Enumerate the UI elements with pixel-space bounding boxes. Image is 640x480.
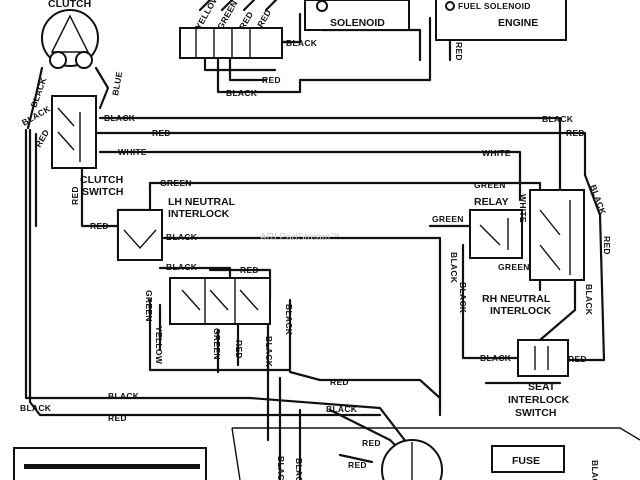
wire-label-red: RED xyxy=(108,413,127,423)
wire-label-black: BLACK xyxy=(108,391,140,401)
wire-label-red: RED xyxy=(566,128,585,138)
seat-switch-label-3: SWITCH xyxy=(515,407,556,419)
relay-component: RELAY xyxy=(469,196,523,259)
clutch-switch-label-1: CLUTCH xyxy=(80,174,123,186)
wire-label-red: RED xyxy=(262,75,281,85)
connector-block-top xyxy=(179,27,283,59)
clutch-component: CLUTCH xyxy=(41,0,99,69)
wire-label-black: BLACK xyxy=(276,456,286,480)
wire-label-black: BLACK xyxy=(590,460,600,480)
wire-label-white: WHITE xyxy=(482,148,511,158)
wire-label-green: GREEN xyxy=(432,214,464,224)
wire-label-green: GREEN xyxy=(474,180,506,190)
wire-label-yellow: YELLOW xyxy=(154,326,164,365)
wire-label-red: RED xyxy=(568,354,587,364)
wire-label-black: BLACK xyxy=(284,304,294,336)
wire-label-black: BLACK xyxy=(226,88,258,98)
wire-label-black: BLACK xyxy=(166,232,198,242)
lh-interlock-label-1: LH NEUTRAL xyxy=(168,196,236,208)
engine-component: FUEL SOLENOID ENGINE xyxy=(435,0,567,41)
wire-label-black: BLACK xyxy=(264,336,274,368)
seat-switch-label-1: SEAT xyxy=(528,381,556,393)
solenoid-label: SOLENOID xyxy=(330,17,385,29)
clutch-switch-component: CLUTCH SWITCH xyxy=(51,95,123,198)
wire-label-red: RED xyxy=(255,8,273,29)
engine-label: ENGINE xyxy=(498,17,538,29)
wire-label-white: WHITE xyxy=(518,194,528,223)
relay-label: RELAY xyxy=(474,196,509,208)
fuel-solenoid-label: FUEL SOLENOID xyxy=(458,1,531,11)
wire-label-black: BLACK xyxy=(286,38,318,48)
wire-network xyxy=(24,0,606,480)
wire-label-green: GREEN xyxy=(498,262,530,272)
wire-label-red: RED xyxy=(348,460,367,470)
rh-neutral-interlock-component: RH NEUTRAL INTERLOCK xyxy=(482,189,585,317)
wire-label-black: BLACK xyxy=(458,282,468,314)
wire-label-black: BLACK xyxy=(326,404,358,414)
wire-label-black: BLACK xyxy=(166,262,198,272)
wire-label-red: RED xyxy=(90,221,109,231)
wire-label-black: BLACK xyxy=(449,252,459,284)
clutch-label: CLUTCH xyxy=(48,0,91,10)
fuse-label: FUSE xyxy=(512,455,540,467)
wire-label-blue: BLUE xyxy=(110,71,124,97)
clutch-switch-label-2: SWITCH xyxy=(82,186,123,198)
wire-label-black: BLACK xyxy=(542,114,574,124)
rh-interlock-label-2: INTERLOCK xyxy=(490,305,552,317)
wire-label-black: BLACK xyxy=(20,403,52,413)
watermark: ARI PartStream™ xyxy=(260,232,340,243)
wire-label-white: WHITE xyxy=(118,147,147,157)
wire-label-red: RED xyxy=(454,42,464,61)
solenoid-component: SOLENOID xyxy=(304,0,410,31)
wire-label-red: RED xyxy=(602,236,612,255)
bottom-assembly: FUSE xyxy=(13,427,640,480)
wire-label-green: GREEN xyxy=(144,290,154,322)
seat-switch-label-2: INTERLOCK xyxy=(508,394,570,406)
wire-label-green: GREEN xyxy=(212,328,222,360)
wire-label-red: RED xyxy=(330,377,349,387)
wire-label-black: BLACK xyxy=(584,284,594,316)
wire-label-green: GREEN xyxy=(160,178,192,188)
center-switch-cluster xyxy=(169,277,271,325)
wire-label-black: BLACK xyxy=(294,458,304,480)
wire-label-red: RED xyxy=(234,340,244,359)
wire-label-red: RED xyxy=(362,438,381,448)
rh-interlock-label-1: RH NEUTRAL xyxy=(482,293,551,305)
wire-label-black: BLACK xyxy=(480,353,512,363)
wire-label-black: BLACK xyxy=(104,113,136,123)
wire-label-red: RED xyxy=(152,128,171,138)
lh-interlock-label-2: INTERLOCK xyxy=(168,208,230,220)
wire-label-black: BLACK xyxy=(588,183,608,216)
wire-label-red: RED xyxy=(70,186,80,205)
wire-label-red: RED xyxy=(33,128,51,149)
wire-label-red: RED xyxy=(240,265,259,275)
seat-interlock-switch-component: SEAT INTERLOCK SWITCH xyxy=(508,339,570,419)
lh-neutral-interlock-component: LH NEUTRAL INTERLOCK xyxy=(117,196,236,261)
